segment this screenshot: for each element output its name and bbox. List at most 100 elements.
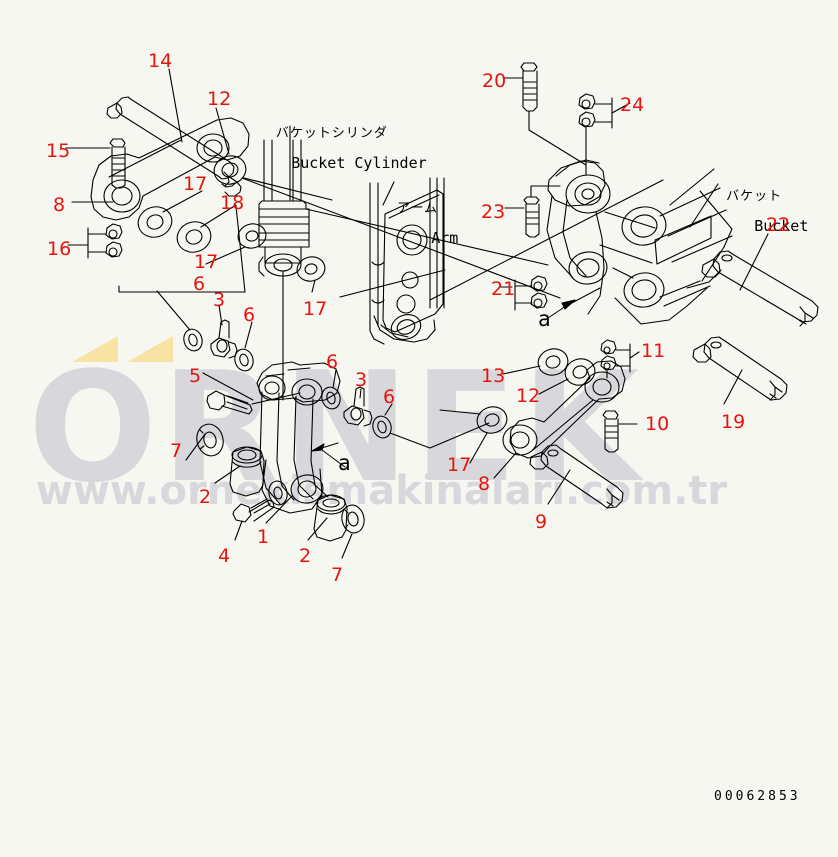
leader-19 bbox=[723, 369, 743, 405]
part-2-bush-b bbox=[313, 494, 348, 542]
leader-12-lower bbox=[538, 378, 569, 395]
part-20-bolt bbox=[520, 62, 538, 112]
title-bucket-cylinder: バケットシリンダ Bucket Cylinder bbox=[237, 95, 427, 187]
leader-long-diagonal-b bbox=[305, 208, 549, 266]
leader-17-lower-b bbox=[439, 409, 481, 415]
reference-number-7-18: 7 bbox=[331, 564, 344, 586]
section-arrow-a-center bbox=[311, 442, 346, 468]
part-12-washer-lower bbox=[564, 358, 596, 386]
part-18-washer bbox=[176, 221, 212, 253]
leader-6-b bbox=[244, 321, 253, 349]
bucket-cylinder bbox=[258, 139, 310, 277]
part-17-washer-b bbox=[237, 223, 267, 249]
leader-12-top bbox=[215, 107, 230, 155]
section-marker-a-right: a bbox=[538, 307, 551, 331]
reference-number-21-25: 21 bbox=[491, 278, 516, 300]
leader-12-top-b bbox=[243, 177, 333, 201]
leader-5 bbox=[202, 372, 254, 401]
part-7-bush-a bbox=[196, 423, 224, 457]
reference-number-22-26: 22 bbox=[766, 214, 791, 236]
part-6-washer-c bbox=[321, 386, 341, 410]
leader-5-b bbox=[251, 392, 301, 405]
part-21-nuts bbox=[514, 275, 548, 311]
reference-number-17-4: 17 bbox=[183, 173, 208, 195]
title-bucket-cylinder-en: Bucket Cylinder bbox=[291, 153, 427, 172]
leader-17-lower bbox=[469, 432, 488, 464]
title-arm-en: Arm bbox=[431, 228, 459, 247]
title-bucket-jp: バケット bbox=[726, 188, 783, 204]
leader-1 bbox=[265, 495, 293, 524]
leader-9 bbox=[547, 469, 571, 505]
reference-number-17-31: 17 bbox=[447, 454, 472, 476]
part-16-nuts bbox=[87, 223, 123, 259]
leader-22 bbox=[739, 233, 769, 291]
reference-number-13-28: 13 bbox=[481, 365, 506, 387]
reference-number-12-1: 12 bbox=[207, 88, 232, 110]
bucket-assembly bbox=[546, 159, 733, 325]
part-3-bolt-b bbox=[343, 386, 373, 427]
reference-number-10-30: 10 bbox=[645, 413, 670, 435]
reference-number-17-8: 17 bbox=[303, 298, 328, 320]
leader-6-c bbox=[332, 369, 337, 389]
part-15-bolt bbox=[109, 138, 126, 189]
reference-number-3-20: 3 bbox=[355, 369, 368, 391]
reference-number-8-32: 8 bbox=[478, 473, 491, 495]
part-24-nuts bbox=[578, 93, 613, 129]
leader-arm-title bbox=[382, 181, 395, 206]
part-6-washer-a bbox=[183, 328, 203, 352]
reference-number-23-24: 23 bbox=[481, 201, 506, 223]
part-9-pin bbox=[529, 444, 624, 509]
leader-17-c bbox=[311, 279, 316, 293]
leader-3-b bbox=[359, 388, 362, 399]
leader-4 bbox=[234, 520, 243, 541]
part-12-washer-top bbox=[213, 155, 247, 185]
part-2-bush-a bbox=[229, 446, 265, 497]
leader-6-a bbox=[156, 290, 191, 331]
drawing-number: 00062853 bbox=[714, 789, 801, 804]
leader-23-b bbox=[530, 185, 561, 198]
title-bucket-cylinder-jp: バケットシリンダ bbox=[275, 125, 388, 141]
part-19-pin bbox=[692, 336, 788, 401]
reference-number-7-13: 7 bbox=[170, 440, 183, 462]
reference-number-20-22: 20 bbox=[482, 70, 507, 92]
reference-number-2-14: 2 bbox=[199, 486, 212, 508]
reference-number-6-19: 6 bbox=[326, 351, 339, 373]
reference-number-6-11: 6 bbox=[243, 304, 256, 326]
leader-14 bbox=[168, 68, 183, 143]
part-1-plate bbox=[268, 480, 288, 506]
reference-number-17-7: 17 bbox=[194, 251, 219, 273]
reference-number-1-16: 1 bbox=[257, 526, 270, 548]
reference-number-8-3: 8 bbox=[53, 194, 66, 216]
leader-6-d-bracket bbox=[389, 422, 490, 449]
part-23-bolt bbox=[523, 196, 540, 238]
arm-assembly bbox=[369, 177, 445, 345]
leader-long-diagonal-c bbox=[429, 179, 664, 301]
part-7-bush-b bbox=[341, 504, 365, 534]
part-10-bolt bbox=[602, 410, 619, 453]
part-11-nuts bbox=[600, 339, 631, 373]
lower-right-link bbox=[502, 360, 626, 459]
part-3-bolt-a bbox=[210, 319, 238, 359]
reference-number-9-33: 9 bbox=[535, 511, 548, 533]
leader-3-a bbox=[218, 304, 223, 326]
reference-number-15-2: 15 bbox=[46, 140, 71, 162]
leader-6-d bbox=[384, 403, 393, 416]
leader-18 bbox=[200, 204, 237, 228]
part-17-washer-c bbox=[296, 256, 326, 282]
part-6-washer-d bbox=[372, 415, 392, 439]
title-arm: アーム Arm bbox=[377, 170, 458, 262]
reference-number-6-21: 6 bbox=[383, 386, 396, 408]
reference-number-2-17: 2 bbox=[299, 545, 312, 567]
center-link-assembly bbox=[256, 361, 341, 514]
reference-number-6-9: 6 bbox=[193, 273, 206, 295]
part-17-washer-a bbox=[137, 206, 173, 238]
part-8-link-left bbox=[90, 117, 250, 221]
reference-number-18-5: 18 bbox=[220, 192, 245, 214]
leader-8-lower bbox=[493, 452, 517, 479]
part-6-washer-b bbox=[234, 348, 254, 372]
leader-7-a bbox=[185, 433, 206, 461]
reference-number-5-12: 5 bbox=[189, 365, 202, 387]
leader-long-diagonal-a bbox=[241, 177, 561, 299]
leader-bucket-title bbox=[669, 168, 715, 206]
